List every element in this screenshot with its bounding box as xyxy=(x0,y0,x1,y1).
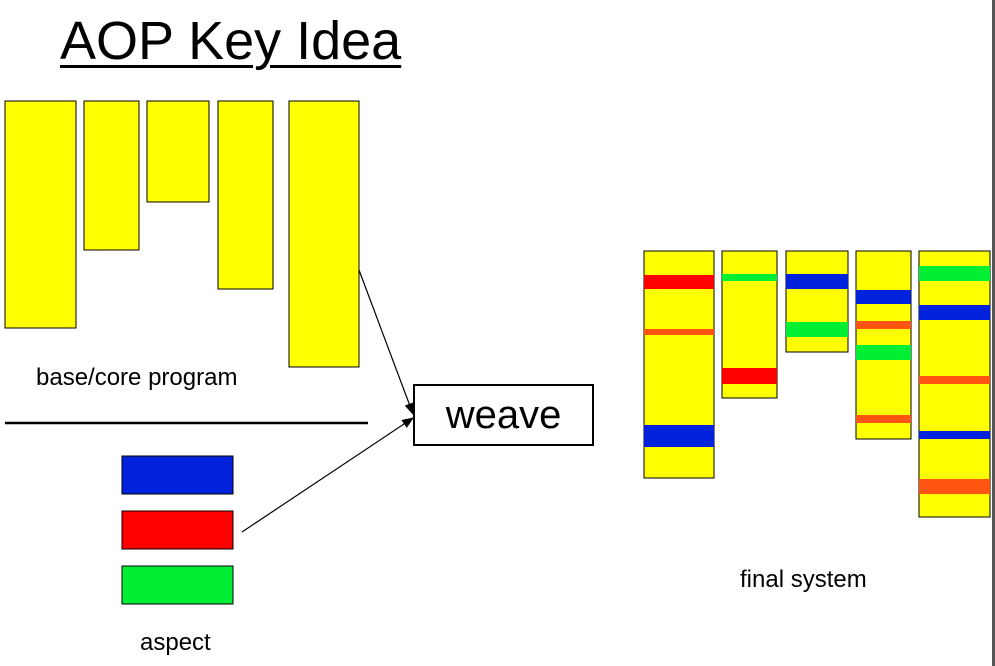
final-column-5 xyxy=(918,250,991,518)
core-module-4 xyxy=(217,100,274,290)
final-system xyxy=(643,250,991,518)
slide-title: AOP Key Idea xyxy=(60,11,402,71)
final-system-label: final system xyxy=(740,566,867,593)
core-module-3 xyxy=(146,100,210,203)
core-module-2 xyxy=(83,100,140,251)
window-edge xyxy=(992,0,995,666)
aspect-modules xyxy=(121,455,234,605)
aspect-label: aspect xyxy=(140,629,211,656)
final-column-3 xyxy=(785,250,849,353)
base-program-label: base/core program xyxy=(36,364,238,391)
weave-label: weave xyxy=(445,392,562,437)
core-modules xyxy=(4,100,360,368)
arrow-aspect-to-weave xyxy=(241,417,414,533)
aspect-blue xyxy=(121,455,234,495)
aspect-green xyxy=(121,565,234,605)
weave-box: weave xyxy=(413,384,594,446)
core-module-1 xyxy=(4,100,77,329)
final-column-1 xyxy=(643,250,715,479)
aspect-red xyxy=(121,510,234,550)
final-column-4 xyxy=(855,250,912,440)
final-column-2 xyxy=(721,250,778,399)
arrow-core-to-weave xyxy=(358,269,414,416)
core-module-5 xyxy=(288,100,360,368)
